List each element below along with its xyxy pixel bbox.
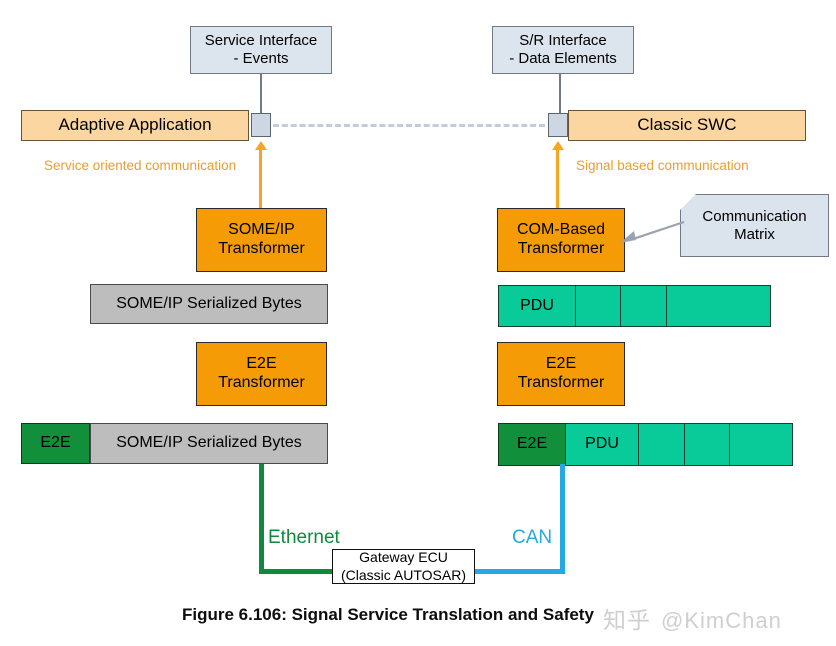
adaptive-application-port: [251, 113, 271, 137]
adaptive-application-box: Adaptive Application: [21, 110, 249, 141]
gateway-ecu-box: Gateway ECU (Classic AUTOSAR): [332, 549, 475, 584]
left-protected-payload-box: SOME/IP Serialized Bytes: [90, 423, 328, 464]
someip-transformer-line1: SOME/IP: [228, 221, 295, 239]
right-e2e-transformer-box: E2E Transformer: [497, 342, 625, 406]
pdu-segment-label: PDU: [520, 296, 554, 314]
service-interface-connector: [260, 74, 262, 116]
service-oriented-communication-label: Service oriented communication: [44, 158, 237, 173]
classic-swc-label: Classic SWC: [637, 115, 737, 135]
can-wire-vertical: [560, 464, 565, 574]
gateway-ecu-line1: Gateway ECU: [359, 549, 448, 566]
protected-pdu-segment: [729, 423, 793, 466]
someip-serialized-bytes-label: SOME/IP Serialized Bytes: [116, 294, 302, 312]
communication-matrix-line1: Communication: [702, 207, 807, 225]
signal-based-arrow-head: [551, 141, 564, 150]
communication-matrix-line2: Matrix: [734, 225, 775, 243]
protected-pdu-segment: [638, 423, 685, 466]
com-based-transformer-line2: Transformer: [517, 240, 605, 257]
sr-interface-line1: S/R Interface: [519, 32, 607, 50]
watermark-handle-label: @KimChan: [661, 608, 782, 633]
can-wire-horizontal: [430, 569, 565, 574]
service-interface-box: Service Interface - Events: [190, 26, 332, 74]
right-e2e-transformer-line1: E2E: [545, 355, 577, 373]
left-e2e-transformer-line2: Transformer: [218, 374, 305, 391]
port-to-port-dashed-link: [273, 124, 545, 127]
pdu-segment: [665, 285, 771, 327]
com-based-transformer-line1: COM-Based: [516, 221, 606, 239]
someip-transformer-line2: Transformer: [218, 240, 305, 257]
protected-pdu-segment: PDU: [564, 423, 640, 466]
service-interface-line1: Service Interface: [204, 32, 318, 50]
right-e2e-block: E2E: [498, 423, 566, 466]
signal-based-arrow-shaft: [556, 150, 559, 208]
classic-swc-box: Classic SWC: [568, 110, 806, 141]
classic-swc-port: [548, 113, 568, 137]
service-interface-line2: - Events: [233, 50, 289, 67]
pdu-segment: PDU: [498, 285, 576, 327]
left-protected-payload-label: SOME/IP Serialized Bytes: [116, 434, 302, 452]
sr-interface-line2: - Data Elements: [509, 50, 617, 67]
communication-matrix-arrow: [620, 220, 685, 243]
right-e2e-transformer-line2: Transformer: [517, 374, 605, 391]
protected-pdu-segment: [683, 423, 731, 466]
service-oriented-arrow-shaft: [259, 150, 262, 208]
left-e2e-block-label: E2E: [40, 434, 71, 452]
service-oriented-arrow-head: [254, 141, 267, 150]
adaptive-application-label: Adaptive Application: [58, 115, 212, 135]
ethernet-wire-horizontal: [259, 569, 394, 574]
sr-interface-connector: [559, 74, 561, 116]
figure-caption: Figure 6.106: Signal Service Translation…: [182, 605, 594, 624]
left-e2e-transformer-box: E2E Transformer: [196, 342, 327, 406]
pdu-row: PDU: [498, 285, 771, 327]
com-based-transformer-box: COM-Based Transformer: [497, 208, 625, 272]
signal-based-communication-label: Signal based communication: [576, 158, 749, 173]
someip-transformer-box: SOME/IP Transformer: [196, 208, 327, 272]
protected-pdu-segment-label: PDU: [585, 435, 619, 453]
someip-serialized-bytes-box: SOME/IP Serialized Bytes: [90, 284, 328, 324]
gateway-ecu-line2: (Classic AUTOSAR): [341, 566, 466, 583]
left-e2e-block: E2E: [21, 423, 90, 464]
left-e2e-transformer-line1: E2E: [246, 355, 277, 373]
right-e2e-block-label: E2E: [516, 435, 548, 453]
sr-interface-box: S/R Interface - Data Elements: [492, 26, 634, 74]
pdu-segment: [620, 285, 667, 327]
communication-matrix-note: Communication Matrix: [680, 194, 829, 257]
can-label: CAN: [512, 527, 553, 548]
ethernet-label: Ethernet: [268, 527, 340, 548]
pdu-segment: [574, 285, 622, 327]
ethernet-wire-vertical: [259, 464, 264, 574]
watermark-site-label: 知乎: [603, 607, 651, 633]
watermark: 知乎 @KimChan: [603, 601, 782, 635]
right-protected-row: E2E PDU: [498, 423, 793, 466]
